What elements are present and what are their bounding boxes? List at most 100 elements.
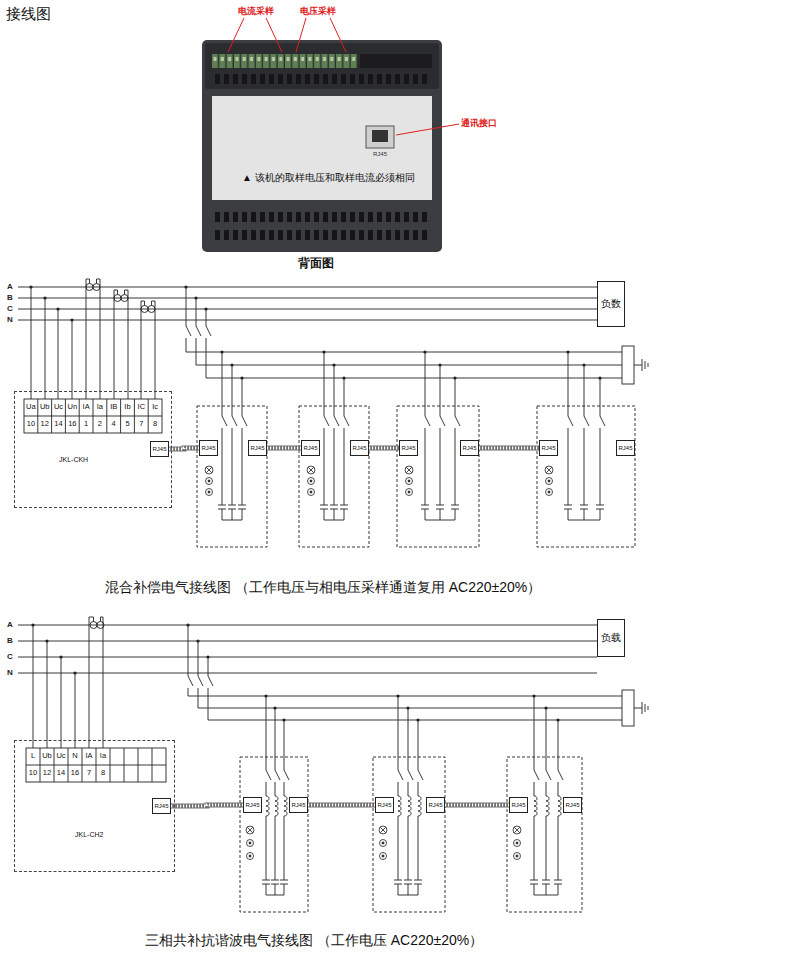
device-photo-part [214, 212, 430, 222]
terminal-label: B [7, 637, 13, 645]
terminal-label: 1 [84, 420, 88, 428]
terminal-label: 8 [101, 769, 105, 777]
wiring-1-part [114, 295, 121, 302]
wiring-2-part-part [416, 718, 419, 721]
terminal-label: Uc [54, 403, 63, 411]
wiring-2-part [26, 748, 166, 782]
network-cable [267, 448, 301, 449]
terminal-label: IA [83, 403, 90, 411]
wiring-1-part [307, 466, 315, 474]
terminal-label: 16 [71, 769, 79, 777]
device-photo-part [366, 126, 394, 148]
device-photo-part [205, 43, 439, 89]
terminal-label: Ua [26, 403, 36, 411]
network-cable [479, 448, 539, 449]
wiring-2-part [26, 748, 166, 782]
wiring-2-part [380, 840, 387, 847]
wiring-2-part [513, 826, 521, 834]
wiring-1-part-part [230, 363, 233, 366]
cable-hatch [308, 804, 375, 807]
network-cable [308, 805, 375, 806]
rj45-port: RJ45 [399, 440, 418, 456]
terminal-label: 16 [68, 420, 76, 428]
red-leader-part [296, 18, 346, 52]
port-name: RJ45 [152, 446, 166, 452]
terminal-label: L [31, 752, 35, 760]
red-leader [228, 18, 459, 135]
wiring-2-part-part [544, 706, 547, 709]
wiring-1-part [86, 279, 155, 399]
wiring-1-part-part [438, 363, 441, 366]
wiring-1 [18, 279, 648, 547]
rj45-port: RJ45 [563, 797, 582, 813]
wiring-1-part-part [453, 376, 456, 379]
wiring-2-part-part [31, 623, 34, 626]
terminal-label: 2 [98, 420, 102, 428]
rj45-port: RJ45 [460, 440, 479, 456]
wiring-1-part [31, 287, 72, 399]
wiring-1-part [148, 306, 155, 313]
wiring-1-part [205, 466, 213, 474]
wiring-2-part [18, 625, 597, 673]
network-cable [169, 448, 199, 449]
wiring-1-part [545, 466, 553, 474]
wiring-2-part [530, 696, 563, 895]
terminal-label: IC [138, 403, 146, 411]
port-name: RJ45 [291, 802, 305, 808]
red-leader-part [228, 18, 282, 52]
terminal-label: IB [110, 403, 117, 411]
wiring-1-part [421, 352, 460, 520]
wiring-1-part [121, 295, 128, 302]
device-photo-part [212, 96, 432, 200]
wiring-1-part-part [184, 285, 187, 288]
device-model: JKL-CKH [59, 456, 88, 463]
cable-body [169, 448, 199, 449]
terminal-label: 12 [41, 420, 49, 428]
wiring-1-part [405, 466, 413, 474]
device-photo-part [372, 130, 388, 142]
rj45-port: RJ45 [243, 797, 262, 813]
terminal-label: B [7, 294, 13, 302]
callout: 通讯接口 [461, 119, 497, 128]
terminal-label: 14 [54, 420, 62, 428]
wiring-2-part [514, 840, 521, 847]
terminal-label: N [7, 316, 13, 324]
figure-caption: 混合补偿电气接线图 （工作电压与相电压采样通道复用 AC220±20%） [105, 580, 541, 594]
network-cable [445, 805, 509, 806]
terminal-label: A [7, 283, 13, 291]
wiring-1-part [406, 478, 413, 485]
terminal-label: N [7, 669, 13, 677]
wiring-1-part [546, 489, 553, 496]
wiring-1-part-part [194, 296, 197, 299]
port-name: RJ45 [401, 445, 415, 451]
wiring-1-part [634, 359, 648, 371]
wiring-2-part [240, 757, 308, 912]
port-name: RJ45 [154, 803, 168, 809]
terminal-label: C [7, 653, 13, 661]
wiring-2-part-part [206, 655, 209, 658]
wiring-2-part [247, 840, 254, 847]
cable-hatch [169, 448, 199, 449]
wiring-2-part [33, 625, 75, 748]
wiring-1-part-part [43, 296, 46, 299]
wiring-2-part [622, 690, 634, 726]
wiring-2-part [380, 853, 387, 860]
wiring-1-part [86, 284, 93, 291]
wiring-2-part-part [396, 694, 399, 697]
wiring-1-part [564, 352, 605, 520]
cable-body [445, 803, 509, 808]
terminal-label: C [7, 305, 13, 313]
port-name: RJ45 [511, 802, 525, 808]
terminal-label: Ib [124, 403, 130, 411]
port-name: RJ45 [201, 445, 215, 451]
terminal-label: Un [68, 403, 78, 411]
wiring-1-part [308, 489, 315, 496]
rj45-port: RJ45 [248, 440, 267, 456]
terminal-label: 7 [87, 769, 91, 777]
cable-hatch [369, 447, 399, 450]
terminal-label: 4 [112, 420, 116, 428]
wiring-1-part [546, 478, 553, 485]
network-cable [369, 448, 399, 449]
rj45-port: RJ45 [539, 440, 558, 456]
wiring-2 [18, 617, 648, 912]
